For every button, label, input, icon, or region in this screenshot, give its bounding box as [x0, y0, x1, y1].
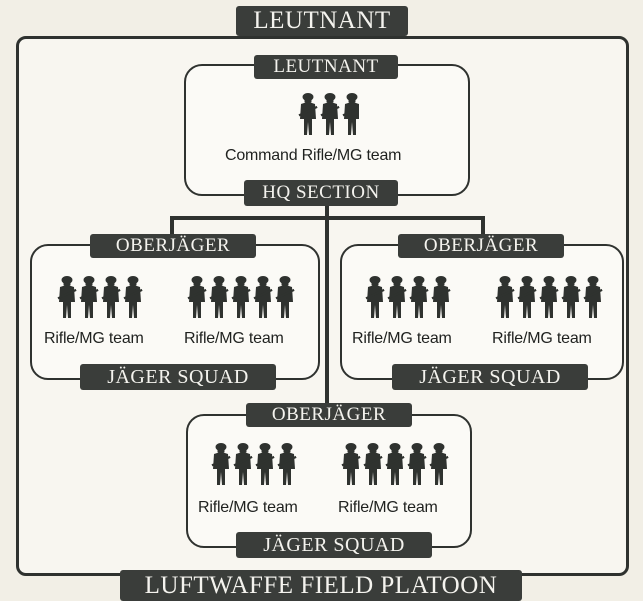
squad-right-name-tab: JÄGER SQUAD	[392, 364, 588, 390]
squad-left-team-a-label: Rifle/MG team	[44, 330, 144, 347]
hq-team-figures	[297, 92, 362, 141]
squad-right-team-b-label: Rifle/MG team	[492, 330, 592, 347]
squad-bottom-leader-tab: OBERJÄGER	[246, 403, 412, 427]
squad-bottom-team-a-label: Rifle/MG team	[198, 499, 298, 516]
hq-section-tab: HQ SECTION	[244, 180, 398, 206]
platoon-leader-title: LEUTNANT	[236, 6, 408, 36]
squad-left-leader-tab: OBERJÄGER	[90, 234, 256, 258]
squad-right-leader-tab: OBERJÄGER	[398, 234, 564, 258]
squad-right-team-b-figures	[494, 275, 606, 324]
squad-bottom-team-b-figures	[340, 442, 452, 491]
connector-trunk	[325, 200, 329, 412]
soldier-icon	[211, 443, 297, 485]
squad-box-left	[30, 244, 320, 380]
soldier-icon	[57, 276, 143, 318]
connector-left-drop	[170, 216, 174, 238]
squad-left-team-a-figures	[56, 275, 148, 324]
connector-right-drop	[481, 216, 485, 238]
squad-bottom-team-b-label: Rifle/MG team	[338, 499, 438, 516]
soldier-icon	[187, 276, 295, 318]
squad-left-team-b-label: Rifle/MG team	[184, 330, 284, 347]
squad-bottom-name-tab: JÄGER SQUAD	[236, 532, 432, 558]
squad-right-team-a-figures	[364, 275, 456, 324]
squad-bottom-team-a-figures	[210, 442, 302, 491]
squad-left-team-b-figures	[186, 275, 298, 324]
soldier-icon	[495, 276, 603, 318]
hq-leader-tab: LEUTNANT	[254, 55, 398, 79]
squad-right-team-a-label: Rifle/MG team	[352, 330, 452, 347]
squad-left-name-tab: JÄGER SQUAD	[80, 364, 276, 390]
platoon-name: LUFTWAFFE FIELD PLATOON	[120, 570, 522, 601]
soldier-icon	[365, 276, 451, 318]
hq-team-label: Command Rifle/MG team	[225, 147, 402, 164]
connector-right	[325, 216, 485, 220]
connector-left	[170, 216, 329, 220]
soldier-icon	[298, 93, 362, 135]
soldier-icon	[341, 443, 449, 485]
